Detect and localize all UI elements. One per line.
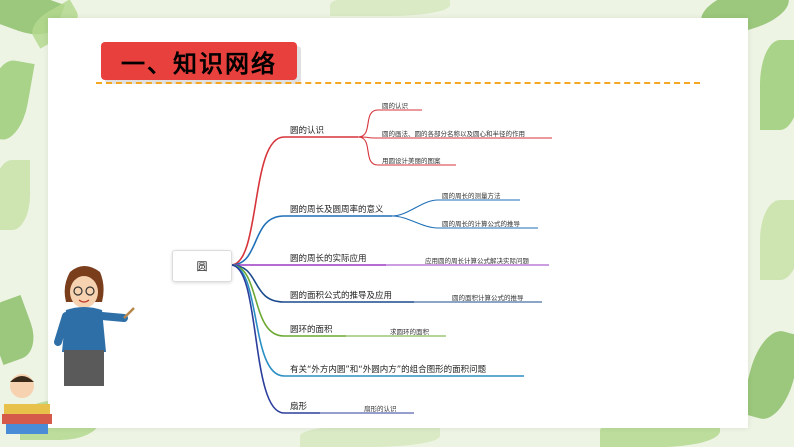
- branch-label: 扇形: [290, 402, 308, 412]
- connector-line: [230, 264, 285, 414]
- connector-line: [230, 136, 285, 266]
- connector-line: [230, 264, 285, 303]
- title-divider: [96, 82, 700, 84]
- branch-label: 有关“外方内圆”和“外圆内方”的组合图形的面积问题: [290, 365, 487, 375]
- leaf-label: 求圆环的面积: [390, 328, 429, 336]
- branch-label: 圆的面积公式的推导及应用: [290, 291, 393, 301]
- leaf-label: 用圆设计美丽的图案: [382, 157, 441, 165]
- branch-label: 圆的认识: [290, 126, 325, 136]
- center-node-circle: 圆: [172, 250, 232, 282]
- leaf-label: 圆的面积计算公式的推导: [452, 294, 524, 302]
- reading-kid-illustration: [2, 374, 52, 434]
- section-title: 一、知识网络: [101, 42, 297, 80]
- leaf-label: 圆的周长的测量方法: [442, 192, 501, 200]
- branch-label: 圆的周长及圆周率的意义: [290, 205, 384, 215]
- leaf-label: 圆的周长的计算公式的推导: [442, 220, 520, 228]
- connector-line: [230, 215, 285, 266]
- connector-line: [357, 109, 379, 138]
- leaf-label: 圆的认识: [382, 102, 408, 110]
- leaf-label: 应用圆的周长计算公式解决实际问题: [425, 257, 529, 265]
- leaf-label: 圆的画法、圆的各部分名称以及圆心和半径的作用: [382, 130, 525, 138]
- connector-line: [391, 199, 439, 217]
- teacher-illustration: [54, 266, 135, 386]
- content-card: [48, 18, 748, 428]
- connector-line: [357, 136, 379, 166]
- connector-line: [230, 264, 285, 377]
- leaf-label: 扇形的认识: [364, 405, 397, 413]
- branch-label: 圆环的面积: [290, 325, 333, 335]
- branch-label: 圆的周长的实际应用: [290, 254, 367, 264]
- connector-line: [391, 215, 439, 229]
